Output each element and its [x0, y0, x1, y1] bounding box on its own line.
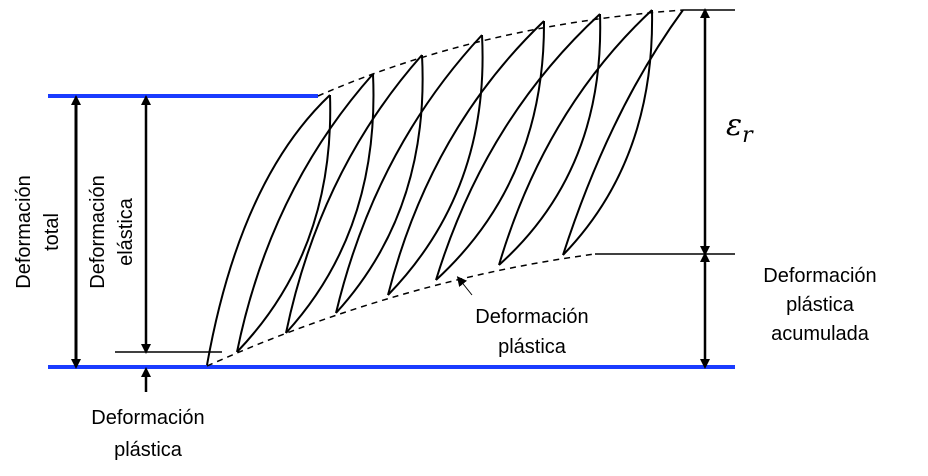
- total-label-line1: Deformación: [13, 175, 35, 288]
- loading-curve-6: [435, 13, 601, 281]
- total-label-line2: total: [41, 213, 63, 251]
- plastic-mid-label-line2: plástica: [498, 336, 567, 358]
- elastic-label-line1: Deformación: [87, 175, 109, 288]
- unloading-curve-4: [387, 34, 484, 296]
- accum-label-line1: Deformación: [763, 265, 876, 287]
- loading-curve-8: [562, 9, 684, 256]
- unloading-curve-2: [285, 73, 375, 334]
- unloading-curve-3: [335, 54, 424, 314]
- loading-curve-1: [206, 94, 331, 366]
- plastic-bottom-label-line2: plástica: [114, 439, 183, 461]
- unloading-curve-6: [498, 13, 602, 266]
- plastic-mid-label-line1: Deformación: [475, 306, 588, 328]
- loading-curve-4: [335, 34, 483, 314]
- accum-label-line2: plástica: [786, 294, 855, 316]
- epsilon-r-symbol: εr: [726, 108, 754, 148]
- loading-curve-2: [236, 73, 374, 353]
- plastic-pointer-arrow: [456, 276, 473, 296]
- plastic-bottom-label-line1: Deformación: [91, 407, 204, 429]
- elastic-label-line2: elástica: [115, 197, 137, 266]
- unloading-curve-7: [562, 9, 654, 256]
- unloading-curve-5: [435, 20, 546, 281]
- plastic-envelope: [206, 253, 596, 367]
- accum-label-line3: acumulada: [771, 323, 870, 345]
- upper-envelope: [317, 9, 684, 97]
- loading-curve-5: [387, 20, 545, 296]
- hysteresis-loops: [206, 9, 684, 366]
- loading-curve-7: [498, 9, 653, 266]
- loading-curve-3: [285, 54, 423, 334]
- unloading-curve-1: [236, 94, 332, 353]
